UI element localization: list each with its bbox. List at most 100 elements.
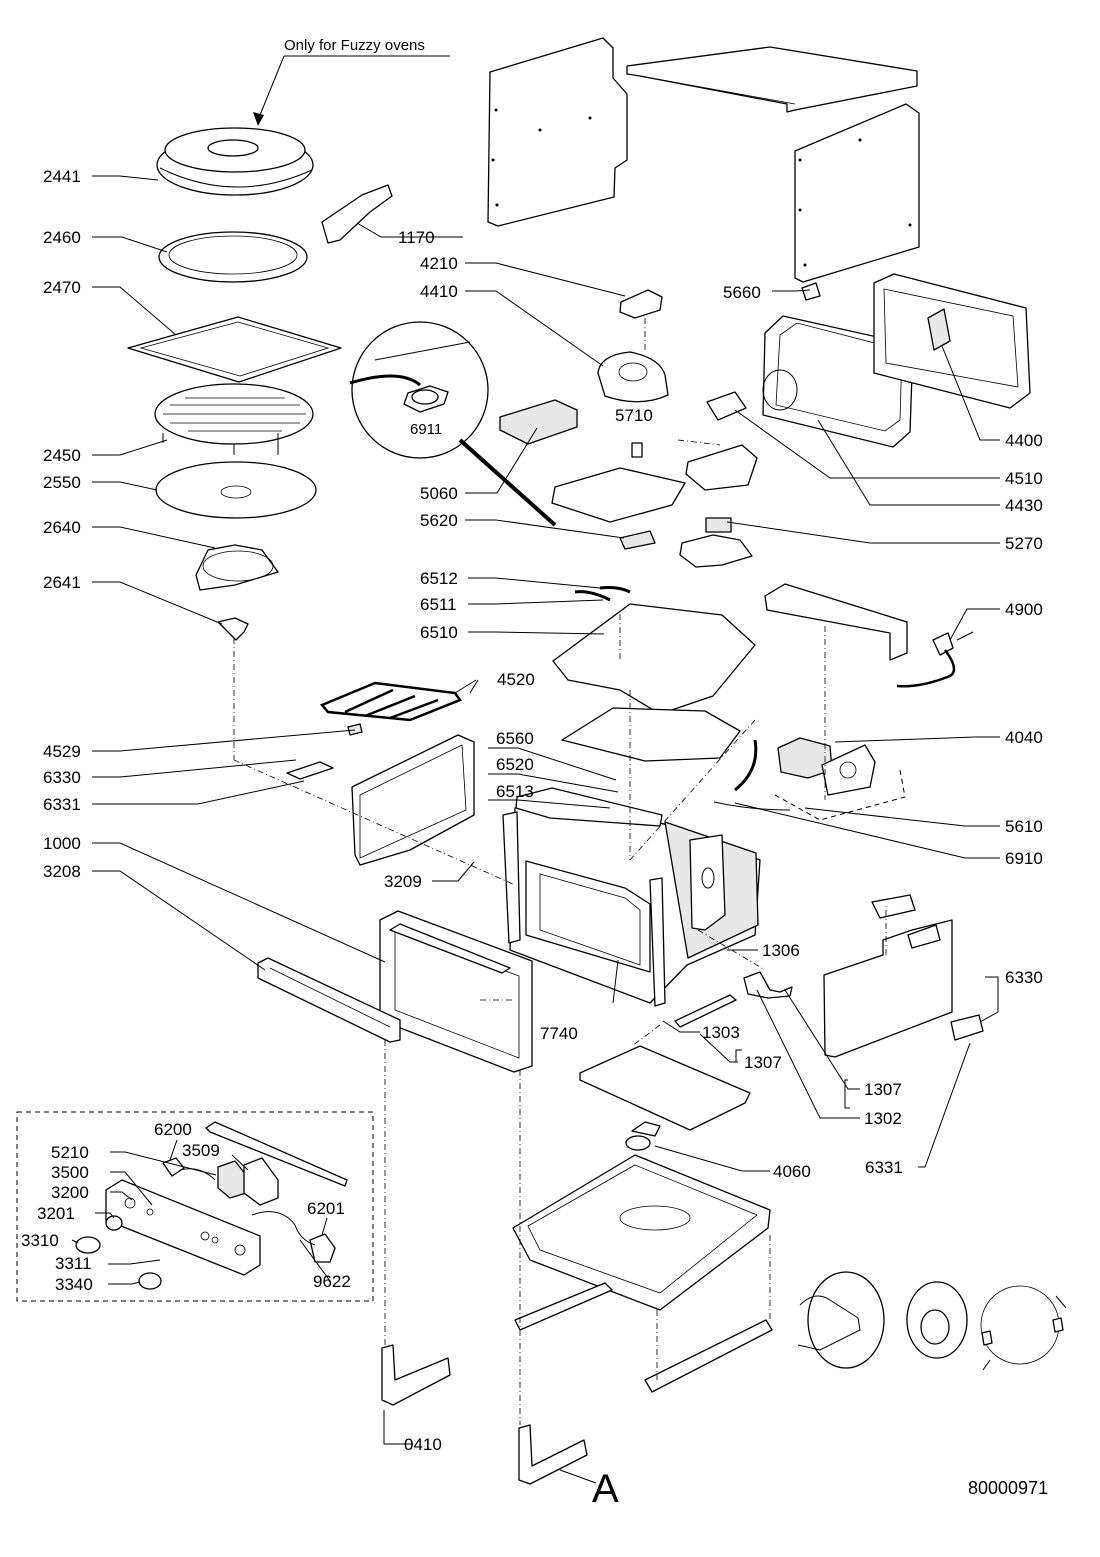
lamp-assy-5270 (679, 517, 753, 568)
labels: Only for Fuzzy ovens 2441 2460 2470 2450… (21, 37, 1048, 1511)
air-guide (685, 444, 758, 491)
callout-1307-front: 1307 (744, 1053, 782, 1072)
callout-9622: 9622 (313, 1272, 351, 1291)
callout-6200: 6200 (154, 1120, 192, 1139)
bottom-tray (579, 1045, 751, 1131)
coupler-2641 (217, 617, 249, 641)
callout-6201: 6201 (307, 1199, 345, 1218)
callout-6511: 6511 (420, 595, 457, 614)
base-frame (512, 1154, 773, 1393)
callout-6510: 6510 (420, 623, 458, 642)
motor-detail-views (797, 1271, 1067, 1371)
callout-0410: 0410 (404, 1435, 442, 1454)
door-1000 (379, 910, 533, 1073)
inset-dashed-frame (16, 1111, 374, 1302)
cover-plate (561, 707, 741, 762)
callout-3201: 3201 (37, 1204, 75, 1223)
cabinet-right-side-panel (794, 103, 920, 283)
cabinet-left-side-panel (487, 37, 628, 227)
leader-lines (71, 55, 1000, 1484)
callout-6520: 6520 (496, 755, 534, 774)
callout-4400: 4400 (1005, 431, 1043, 450)
callout-4060: 4060 (773, 1162, 811, 1181)
glass-plate-2550 (155, 461, 317, 519)
callout-1306: 1306 (762, 941, 800, 960)
callout-4210: 4210 (420, 254, 458, 273)
control-panel-group (75, 1121, 348, 1290)
callout-6330: 6330 (43, 768, 81, 787)
grill-rack-2450 (154, 383, 314, 455)
hinge-rod-1303 (674, 994, 737, 1028)
grill-element-4520 (319, 679, 477, 722)
callout-6910: 6910 (1005, 849, 1043, 868)
callout-1000: 1000 (43, 834, 81, 853)
callout-4900: 4900 (1005, 600, 1043, 619)
cavity-4400 (873, 273, 1031, 409)
fan-motor-4410 (597, 351, 669, 403)
wiring-6511 (574, 586, 631, 602)
bracket-4529 (347, 723, 363, 736)
cabinet-top-panel (626, 46, 918, 113)
view-marker-a: A (592, 1467, 619, 1511)
callout-6911: 6911 (410, 421, 442, 438)
callout-4510: 4510 (1005, 469, 1043, 488)
tray-2470 (127, 316, 342, 383)
plate-2460 (158, 231, 308, 283)
fuzzy-ovens-note: Only for Fuzzy ovens (284, 37, 425, 54)
callout-4529: 4529 (43, 742, 81, 761)
detail-magnifier-6911 (349, 321, 557, 527)
choke-3208 (257, 957, 401, 1043)
control-tray (551, 467, 686, 523)
callout-3208: 3208 (43, 862, 81, 881)
foot-0410 (381, 1344, 451, 1406)
callout-2450: 2450 (43, 446, 81, 465)
callout-7740: 7740 (540, 1024, 578, 1043)
pcb-5060 (499, 399, 578, 445)
callout-5270: 5270 (1005, 534, 1043, 553)
power-cord-4900 (896, 631, 974, 688)
callout-5210: 5210 (51, 1143, 89, 1162)
callout-3509: 3509 (182, 1141, 220, 1160)
callout-2441: 2441 (43, 167, 81, 186)
callout-4520: 4520 (497, 670, 535, 689)
callout-2550: 2550 (43, 473, 81, 492)
callout-3500: 3500 (51, 1163, 89, 1182)
callout-5710: 5710 (615, 406, 653, 425)
callout-3311: 3311 (55, 1254, 92, 1273)
callout-6513: 6513 (496, 782, 534, 801)
bracket-4210 (619, 289, 663, 350)
callout-6560: 6560 (496, 729, 534, 748)
handle-1170 (321, 184, 393, 244)
callout-5660: 5660 (723, 283, 761, 302)
fuzzy-cover-2441 (156, 127, 314, 196)
callout-4410: 4410 (420, 282, 458, 301)
callout-1170: 1170 (398, 228, 435, 247)
side-shield-3209 (351, 734, 475, 866)
top-cover-strip (764, 583, 908, 661)
callout-5610: 5610 (1005, 817, 1043, 836)
callout-6331-right: 6331 (865, 1158, 903, 1177)
side-bracket (823, 894, 953, 1058)
part-drawings (75, 37, 1067, 1485)
drawing-number: 80000971 (968, 1478, 1048, 1498)
wiring-6910 (713, 739, 791, 811)
callout-5620: 5620 (420, 511, 458, 530)
clip-6331b (950, 1014, 984, 1041)
clip-5660 (801, 282, 821, 301)
callout-6330-right: 6330 (1005, 968, 1043, 987)
foot-a (518, 1424, 588, 1485)
callout-6512: 6512 (420, 569, 458, 588)
base-plate (552, 603, 756, 715)
callout-3310: 3310 (21, 1231, 59, 1250)
assembly-center-lines (16, 439, 887, 1425)
callout-6331: 6331 (43, 795, 81, 814)
roller-ring-2640 (195, 544, 279, 591)
hv-transformer-4040 (774, 737, 906, 821)
callout-1302: 1302 (864, 1109, 902, 1128)
callout-1303: 1303 (702, 1023, 740, 1042)
callout-4430: 4430 (1005, 496, 1043, 515)
callout-2460: 2460 (43, 228, 81, 247)
hinge-1302 (743, 971, 793, 999)
